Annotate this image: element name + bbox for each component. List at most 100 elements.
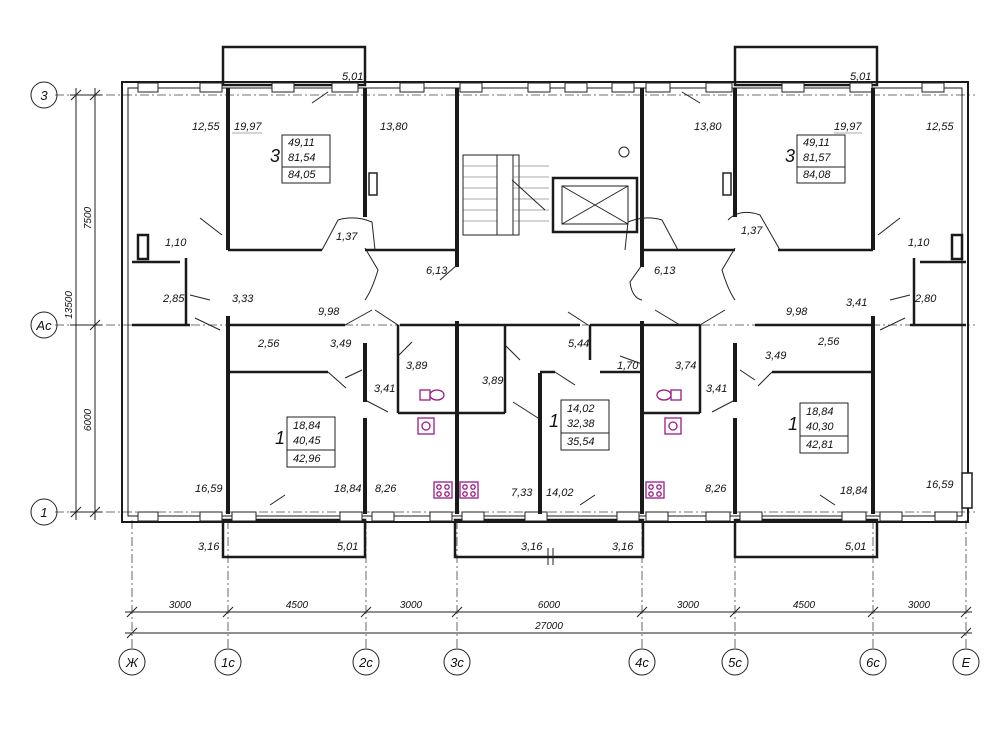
room-area-label: 3,41 — [374, 383, 395, 395]
row-axis-markers: 3 Ac 1 — [30, 81, 58, 526]
col-bubble-6c — [859, 648, 887, 676]
toilet-icon — [419, 389, 445, 401]
bottom-dimensions: 3000 4500 3000 6000 3000 4500 3000 27000 — [125, 600, 972, 639]
sanitary-fixtures — [417, 389, 682, 499]
balcony-bottom-mid — [453, 518, 645, 559]
room-area-label: 3,49 — [330, 338, 351, 350]
wall-niches — [368, 172, 732, 196]
room-area-label: 8,26 — [705, 483, 727, 495]
stove-icon — [645, 481, 665, 499]
room-area-label: 5,01 — [845, 541, 866, 553]
column-axis-markers: Ж 1c 2c 3c 4c 5c 6c E — [118, 648, 980, 676]
apt-area-living: 49,11 — [803, 137, 830, 149]
balcony-top-right — [733, 45, 879, 87]
col-label-2c: 2c — [358, 655, 373, 670]
room-area-label: 8,26 — [375, 483, 397, 495]
left-dimensions: 7500 6000 13500 — [64, 88, 102, 520]
room-area-label: 1,10 — [165, 237, 187, 249]
apt-area-living: 49,11 — [288, 137, 315, 149]
washbasin-icon — [664, 417, 682, 435]
col-bubble-5c — [721, 648, 749, 676]
room-area-label: 13,80 — [380, 121, 408, 133]
shaft-marker — [618, 146, 630, 158]
room-area-label: 18,84 — [334, 483, 362, 495]
col-label-1c: 1c — [221, 655, 235, 670]
stove-icon — [459, 481, 479, 499]
dim-bottom-1: 3000 — [169, 600, 192, 611]
col-label-4c: 4c — [635, 655, 649, 670]
windows — [137, 82, 958, 522]
col-bubble-1c — [214, 648, 242, 676]
room-area-label: 1,37 — [741, 225, 763, 237]
apt-room-count: 3 — [270, 146, 280, 166]
room-area-label: 5,01 — [342, 71, 363, 83]
apt-area-gross: 35,54 — [567, 436, 595, 448]
apartment-info-bottom-right: 1 18,84 40,30 42,81 — [788, 402, 849, 454]
apt-area-gross: 84,08 — [803, 169, 831, 181]
room-area-label: 19,97 — [234, 121, 262, 133]
room-area-label: 2,56 — [817, 336, 840, 348]
col-bubble-zh — [118, 648, 146, 676]
dim-bottom-3: 3000 — [400, 600, 423, 611]
room-area-label: 19,97 — [834, 121, 862, 133]
room-area-label: 16,59 — [195, 483, 223, 495]
apartment-info-bottom-left: 1 18,84 40,45 42,96 — [275, 416, 336, 468]
apt-area-gross: 42,81 — [806, 439, 834, 451]
row-label-1: 1 — [40, 505, 47, 520]
room-area-labels: 12,55 19,97 5,01 13,80 13,80 5,01 19,97 … — [162, 71, 954, 553]
stove-icon — [433, 481, 453, 499]
apt-area-total: 81,57 — [803, 152, 831, 164]
dim-left-6000: 6000 — [83, 408, 94, 431]
room-area-label: 3,89 — [406, 360, 427, 372]
room-area-label: 9,98 — [786, 306, 808, 318]
dim-left-7500: 7500 — [83, 206, 94, 229]
room-area-label: 5,44 — [568, 338, 589, 350]
apartment-info-bottom-mid: 1 14,02 32,38 35,54 — [549, 399, 610, 451]
balcony-bottom-left — [221, 518, 367, 559]
dim-left-total: 13500 — [64, 291, 75, 319]
room-area-label: 2,85 — [162, 293, 185, 305]
room-area-label: 3,16 — [521, 541, 543, 553]
apartment-tables: 3 49,11 81,54 84,05 3 49,11 81,57 84,08 … — [270, 134, 849, 468]
room-area-label: 6,13 — [426, 265, 448, 277]
toilet-icon — [656, 389, 682, 401]
col-bubble-e — [952, 648, 980, 676]
apt-area-living: 18,84 — [806, 406, 834, 418]
room-area-label: 3,74 — [675, 360, 696, 372]
room-area-label: 3,16 — [198, 541, 220, 553]
col-label-zh: Ж — [125, 655, 139, 670]
apt-area-living: 18,84 — [293, 420, 321, 432]
dim-bottom-5: 3000 — [677, 600, 700, 611]
apartment-info-top-left: 3 49,11 81,54 84,05 — [270, 134, 331, 184]
apt-room-count: 1 — [549, 411, 559, 431]
room-area-label: 12,55 — [192, 121, 220, 133]
dim-bottom-6: 4500 — [793, 600, 816, 611]
apt-room-count: 1 — [275, 428, 285, 448]
apt-area-gross: 42,96 — [293, 453, 321, 465]
apt-room-count: 1 — [788, 414, 798, 434]
row-label-3: 3 — [40, 88, 48, 103]
col-label-5c: 5c — [728, 655, 742, 670]
apt-area-total: 32,38 — [567, 418, 595, 430]
dim-bottom-total: 27000 — [534, 621, 563, 632]
balconies — [221, 45, 879, 559]
col-label-6c: 6c — [866, 655, 880, 670]
apartment-info-top-right: 3 49,11 81,57 84,08 — [785, 134, 846, 184]
room-area-label: 3,89 — [482, 375, 503, 387]
room-area-label: 7,33 — [511, 487, 533, 499]
dim-bottom-7: 3000 — [908, 600, 931, 611]
room-area-label: 13,80 — [694, 121, 722, 133]
washbasin-icon — [417, 417, 435, 435]
apt-area-total: 81,54 — [288, 152, 316, 164]
row-label-ac: Ac — [35, 318, 52, 333]
dim-bottom-4: 6000 — [538, 600, 561, 611]
dim-bottom-2: 4500 — [286, 600, 309, 611]
room-area-label: 3,16 — [612, 541, 634, 553]
col-label-3c: 3c — [450, 655, 464, 670]
room-area-label: 3,41 — [706, 383, 727, 395]
apt-area-total: 40,45 — [293, 435, 321, 447]
room-area-label: 9,98 — [318, 306, 340, 318]
room-area-label: 3,41 — [846, 297, 867, 309]
room-area-label: 5,01 — [850, 71, 871, 83]
